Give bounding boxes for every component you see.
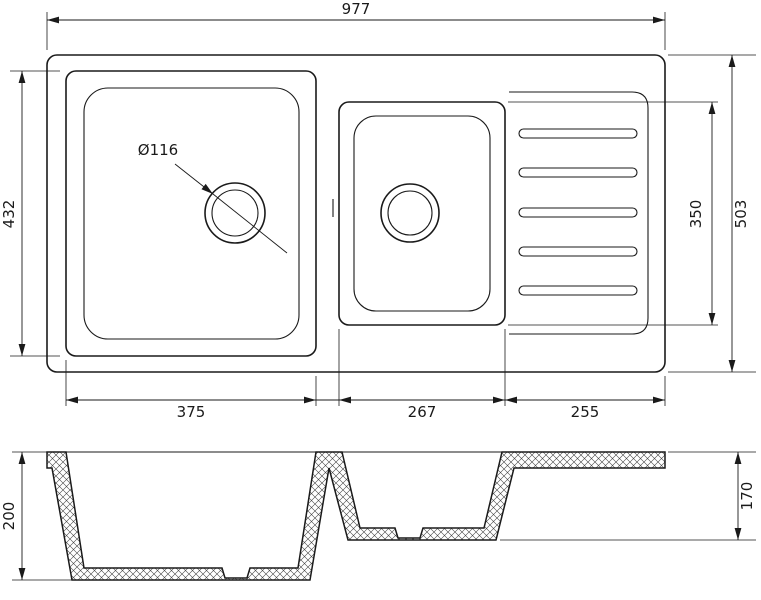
drain-leader-arrow: [174, 163, 214, 195]
left-bowl-depth-label: 200: [0, 502, 18, 531]
second-drain-inner: [387, 190, 433, 236]
section-body: [46, 451, 666, 581]
dim-bottom-chain: 375 267 255: [65, 329, 666, 421]
top-view: Ø116 977 432 503: [0, 0, 756, 421]
drain-leader-tail: [212, 193, 288, 254]
left-drain-inner: [211, 189, 259, 237]
second-bowl-width-label: 267: [408, 403, 437, 421]
second-bowl-outer: [338, 101, 506, 326]
drainboard-width-label: 255: [571, 403, 600, 421]
drainboard-groove-3: [518, 207, 638, 218]
dim-left-bowl-height: 432: [0, 70, 60, 357]
dim-drain-diameter: Ø116: [138, 141, 288, 254]
section-view: 200 170: [0, 451, 756, 581]
left-bowl-outer: [65, 70, 317, 357]
dim-left-bowl-depth: 200: [0, 451, 72, 581]
drain-diameter-label: Ø116: [138, 141, 178, 159]
left-bowl-height-label: 432: [0, 200, 18, 229]
dim-overall-depth: 503: [668, 54, 756, 373]
second-bowl-height-label: 350: [687, 200, 705, 229]
second-bowl-inner: [353, 115, 491, 312]
drainboard-groove-2: [518, 167, 638, 178]
dim-second-bowl-height: 350: [508, 101, 718, 326]
drainboard-groove-4: [518, 246, 638, 257]
sink-outline: [46, 54, 666, 373]
left-bowl-inner: [83, 87, 300, 340]
drainboard-groove-5: [518, 285, 638, 296]
dim-overall-width: 977: [46, 0, 666, 50]
left-bowl-width-label: 375: [177, 403, 206, 421]
drainboard-groove-1: [518, 128, 638, 139]
dim-right-depth: 170: [500, 451, 756, 541]
right-depth-label: 170: [738, 482, 756, 511]
overall-width-label: 977: [342, 0, 371, 18]
drainboard-rim-edge: [509, 91, 649, 335]
second-drain-outer: [380, 183, 440, 243]
left-drain-outer: [204, 182, 266, 244]
overall-depth-label: 503: [732, 200, 750, 229]
